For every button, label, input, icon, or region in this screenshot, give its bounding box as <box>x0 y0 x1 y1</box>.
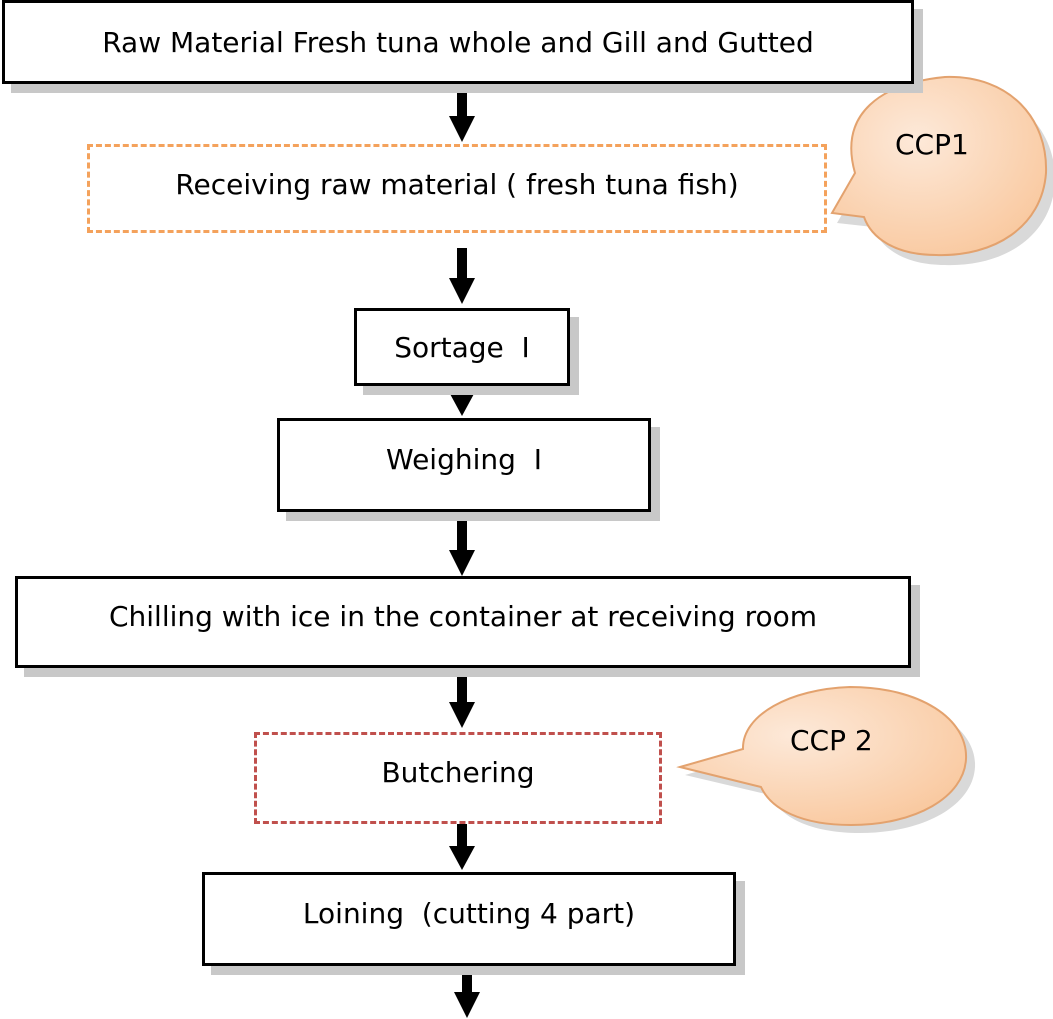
arrow-3 <box>449 384 475 416</box>
step-sortage-label: Sortage I <box>394 330 530 364</box>
step-raw-material: Raw Material Fresh tuna whole and Gill a… <box>2 0 914 84</box>
step-butchering-label: Butchering <box>381 755 535 789</box>
step-raw-material-label: Raw Material Fresh tuna whole and Gill a… <box>102 25 814 59</box>
step-chilling-label: Chilling with ice in the container at re… <box>108 599 818 633</box>
arrow-2 <box>449 248 475 304</box>
ccp1-label: CCP1 <box>895 128 969 161</box>
step-weighing-label: Weighing I <box>386 442 542 476</box>
arrow-7 <box>454 972 480 1018</box>
ccp1-bubble <box>830 75 1048 257</box>
step-butchering: Butchering <box>254 732 662 824</box>
step-receiving-label: Receiving raw material ( fresh tuna fish… <box>175 168 739 201</box>
arrow-1 <box>449 86 475 142</box>
ccp2-label: CCP 2 <box>790 724 873 757</box>
step-loining-label: Loining (cutting 4 part) <box>302 896 636 930</box>
ccp2-bubble <box>676 685 968 827</box>
arrow-6 <box>449 824 475 870</box>
flow-arrows <box>449 86 480 1018</box>
arrow-5 <box>449 670 475 728</box>
step-receiving: Receiving raw material ( fresh tuna fish… <box>87 144 827 233</box>
step-sortage: Sortage I <box>354 308 570 386</box>
arrow-4 <box>449 520 475 576</box>
step-weighing: Weighing I <box>277 418 651 512</box>
step-chilling: Chilling with ice in the container at re… <box>15 576 911 668</box>
step-loining: Loining (cutting 4 part) <box>202 872 736 966</box>
